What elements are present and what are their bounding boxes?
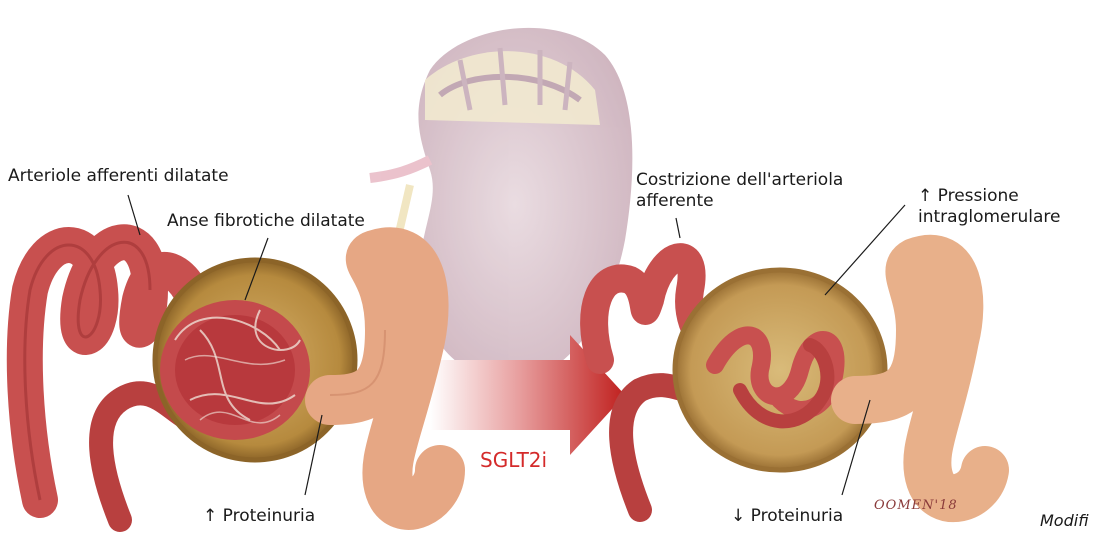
label-afferent-constriction-line2: afferente: [636, 191, 714, 211]
artist-signature: OOMEN'18: [874, 498, 958, 513]
label-pressure-line1: ↑ Pressione: [918, 186, 1019, 206]
label-proteinuria-up: ↑ Proteinuria: [203, 506, 315, 526]
credit-text: Modifi: [1040, 511, 1089, 530]
label-fibrotic-loops: Anse fibrotiche dilatate: [167, 211, 365, 231]
right-nephron: [594, 257, 985, 510]
label-sglt2i: SGLT2i: [480, 448, 547, 472]
label-afferent-dilated: Arteriole afferenti dilatate: [8, 166, 229, 186]
left-nephron: [25, 242, 440, 520]
label-pressure-line2: intraglomerulare: [918, 207, 1060, 227]
label-afferent-constriction-line1: Costrizione dell'arteriola: [636, 170, 843, 190]
label-proteinuria-down: ↓ Proteinuria: [731, 506, 843, 526]
